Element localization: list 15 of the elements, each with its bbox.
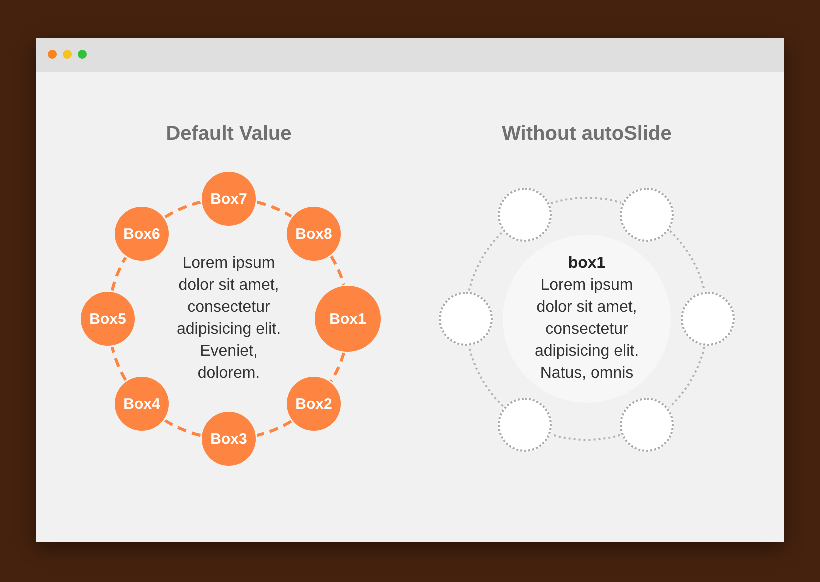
carousel-item: Box8	[287, 207, 341, 261]
item-text: Lorem ipsum dolor sit amet, consectetur adipisicing elit. Natus, omnis	[534, 276, 640, 384]
carousel-item: Box5	[81, 292, 135, 346]
carousel-item: Box2	[287, 377, 341, 431]
carousel-item: Box7	[202, 172, 256, 226]
carousel-item: Box4	[115, 377, 169, 431]
empty-slot	[620, 188, 674, 242]
item-title: box1	[568, 254, 606, 274]
carousel-item: Box3	[202, 412, 256, 466]
carousel-item: Box6	[115, 207, 169, 261]
section-heading: Without autoSlide	[502, 122, 672, 146]
carousel-item: Box1	[315, 286, 381, 352]
body-text: Lorem ipsum dolor sit amet, consectetur adipisicing elit. Eveniet, dolorem.	[176, 254, 282, 384]
section-heading: Default Value	[166, 122, 292, 146]
empty-slot	[498, 188, 552, 242]
